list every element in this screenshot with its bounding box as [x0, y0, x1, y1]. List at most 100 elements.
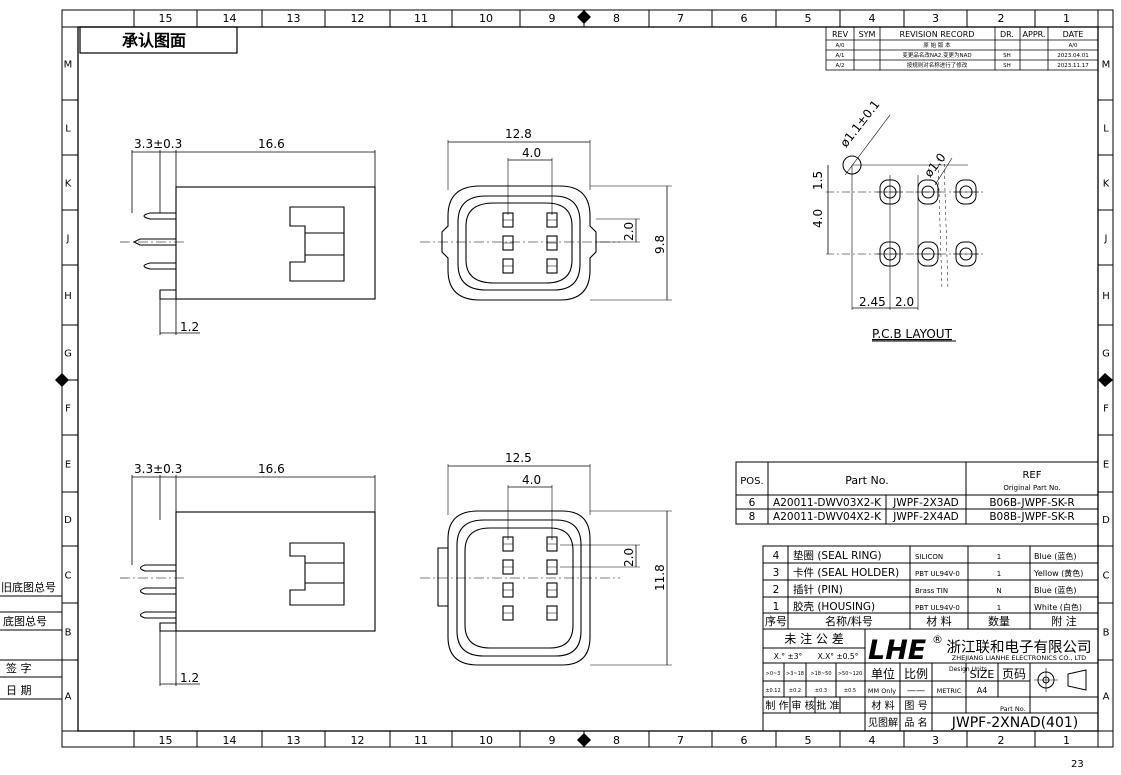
col-label-top: 14: [223, 12, 237, 25]
label-part-no: Part No.: [1000, 705, 1026, 713]
rev-cell: SH: [1003, 53, 1011, 59]
center-mark-right: [1098, 373, 1113, 387]
col-label-bottom: 11: [414, 734, 428, 747]
bom-material: PBT UL94V-0: [915, 570, 960, 578]
dim-front-r-bottom: 2.0: [622, 548, 636, 567]
tolerance-value: ±0.3: [815, 688, 827, 694]
unit-value: MM Only: [868, 687, 896, 695]
dim-side-c-top: 1.2: [180, 320, 199, 334]
tolerance-value: ±0.12: [765, 688, 780, 694]
parts-header-partno: Part No.: [845, 474, 888, 487]
row-label-left: B: [65, 628, 72, 639]
col-label-top: 2: [998, 12, 1005, 25]
row-label-right: E: [1103, 460, 1109, 471]
page-label: 页码: [1002, 667, 1026, 681]
row-label-left: D: [64, 515, 72, 526]
row-label-right: K: [1103, 179, 1110, 190]
bom-qty: 1: [997, 604, 1001, 612]
col-label-top: 6: [741, 12, 748, 25]
pcb-v2: 4.0: [811, 209, 825, 228]
size-label: SIZE: [970, 668, 995, 681]
row-label-left: J: [66, 234, 70, 245]
inner-frame: [77, 26, 1099, 732]
row-label-right: H: [1102, 291, 1110, 302]
row-label-right: M: [1102, 60, 1111, 71]
rev-cell: A/1: [835, 53, 844, 59]
parts-cell: 8: [749, 511, 756, 523]
col-label-bottom: 10: [479, 734, 493, 747]
col-label-bottom: 7: [677, 734, 684, 747]
col-label-bottom: 3: [932, 734, 939, 747]
bom-qty: 1: [997, 553, 1001, 561]
row-label-left: C: [65, 571, 72, 582]
label-check: 审 核: [791, 699, 814, 712]
col-label-top: 5: [805, 12, 812, 25]
parts-header-ref: REF: [1022, 470, 1041, 481]
scale-label: 比例: [904, 667, 928, 681]
rev-header: DR.: [1000, 30, 1014, 39]
row-label-left: M: [64, 60, 73, 71]
rev-header: REVISION RECORD: [900, 30, 975, 39]
unit-label: 单位: [871, 666, 895, 681]
pcb-h2: 2.0: [895, 295, 914, 309]
company-name-cn: 浙江联和电子有限公司: [947, 639, 1092, 656]
dim-side-b-top: 16.6: [258, 137, 285, 151]
bom-note: Blue (蓝色): [1034, 551, 1077, 561]
label-make: 制 作: [765, 699, 788, 712]
center-mark-top: [577, 10, 591, 24]
row-label-right: A: [1103, 692, 1110, 703]
bom-material: SILICON: [915, 553, 943, 561]
bom-no: 2: [773, 584, 780, 596]
label-see-drawing: 见图解: [868, 716, 898, 729]
parts-header-pos: POS.: [740, 476, 763, 487]
rev-header: REV: [832, 30, 849, 39]
row-label-right: G: [1102, 349, 1110, 360]
bom-note: White (白色): [1034, 602, 1082, 612]
rev-cell: 2023.04.01: [1057, 53, 1089, 59]
col-label-bottom: 12: [351, 734, 365, 747]
bom-header: 附 注: [1051, 614, 1077, 628]
col-label-top: 13: [287, 12, 301, 25]
col-label-bottom: 1: [1063, 734, 1070, 747]
pcb-v1: 1.5: [811, 171, 825, 190]
dim-side-b-bottom: 16.6: [258, 462, 285, 476]
tolerance-title: 未 注 公 差: [784, 631, 843, 646]
row-label-left: A: [65, 692, 72, 703]
dim-front-w-top: 12.8: [505, 127, 532, 141]
row-label-right: L: [1103, 124, 1109, 135]
size-value: A4: [977, 686, 988, 695]
parts-cell: B08B-JWPF-SK-R: [989, 511, 1074, 523]
dim-front-h-top: 9.8: [653, 235, 667, 254]
col-label-top: 7: [677, 12, 684, 25]
rev-cell: SH: [1003, 63, 1011, 69]
row-label-left: K: [65, 179, 72, 190]
col-label-bottom: 13: [287, 734, 301, 747]
parts-cell: B06B-JWPF-SK-R: [989, 497, 1074, 509]
rev-header: APPR.: [1023, 30, 1046, 39]
front-view-bottom: [420, 464, 672, 666]
bom-header: 名称/料号: [825, 614, 873, 628]
page-number: 23: [1071, 759, 1084, 770]
tolerance-range: >0~3: [766, 671, 781, 677]
col-label-top: 4: [869, 12, 876, 25]
parts-cell: A20011-DWV04X2-K: [773, 511, 882, 523]
sidebar-old-base: 旧底图总号: [1, 580, 56, 594]
col-label-top: 11: [414, 12, 428, 25]
center-mark-left: [55, 373, 69, 387]
dim-side-a-top: 3.3±0.3: [134, 137, 182, 151]
front-view-top: [420, 140, 672, 301]
sidebar-sign: 签 字: [6, 661, 32, 675]
rev-cell: 原 始 版 本: [923, 41, 951, 49]
tolerance-b: X.X° ±0.5°: [818, 652, 859, 661]
parts-table: [735, 461, 1099, 525]
rev-cell: 按规则对名称进行了修改: [907, 61, 968, 69]
parts-cell: A20011-DWV03X2-K: [773, 497, 882, 509]
bom-name: 插针 (PIN): [793, 583, 843, 596]
label-approve: 批 准: [816, 699, 839, 712]
company-name-en: ZHEJIANG LIANHE ELECTRONICS CO., LTD: [952, 654, 1086, 662]
col-label-bottom: 15: [159, 734, 173, 747]
dim-front-h-bottom: 11.8: [653, 564, 667, 591]
rev-header: DATE: [1063, 30, 1084, 39]
rev-cell: A/0: [1068, 43, 1078, 49]
